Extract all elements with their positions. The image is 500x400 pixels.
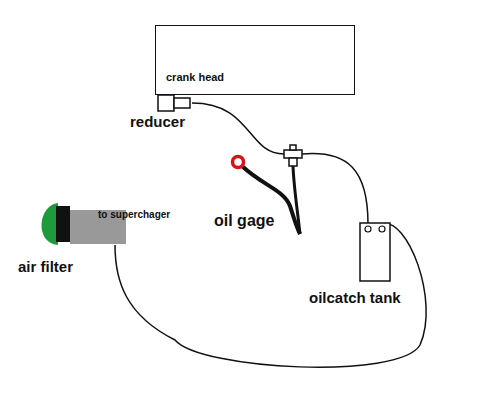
node-label: air filter (18, 258, 73, 275)
filter-ring (56, 206, 70, 242)
hose-line (192, 103, 368, 224)
reducer-nozzle (174, 98, 190, 108)
part-label: oil gage (214, 212, 274, 230)
supercharger-pipe-label: to superchager (70, 208, 180, 245)
node-label: crank head (166, 71, 224, 83)
air-filter: air filter (14, 200, 94, 278)
air-filter-element (41, 203, 58, 245)
reducer-part: reducer (128, 94, 192, 136)
node-label: oilcatch tank (309, 289, 401, 306)
hose-line (115, 223, 426, 367)
oilcatch-tank: oilcatch tank (305, 222, 405, 308)
oil-gage-dial (233, 157, 244, 168)
node-label: reducer (130, 113, 185, 130)
gage-tube (293, 166, 300, 234)
reducer-fitting (158, 95, 174, 111)
node-label: to superchager (98, 209, 176, 221)
crank-head-box: crank head (155, 25, 355, 95)
t-fitting (284, 145, 302, 166)
